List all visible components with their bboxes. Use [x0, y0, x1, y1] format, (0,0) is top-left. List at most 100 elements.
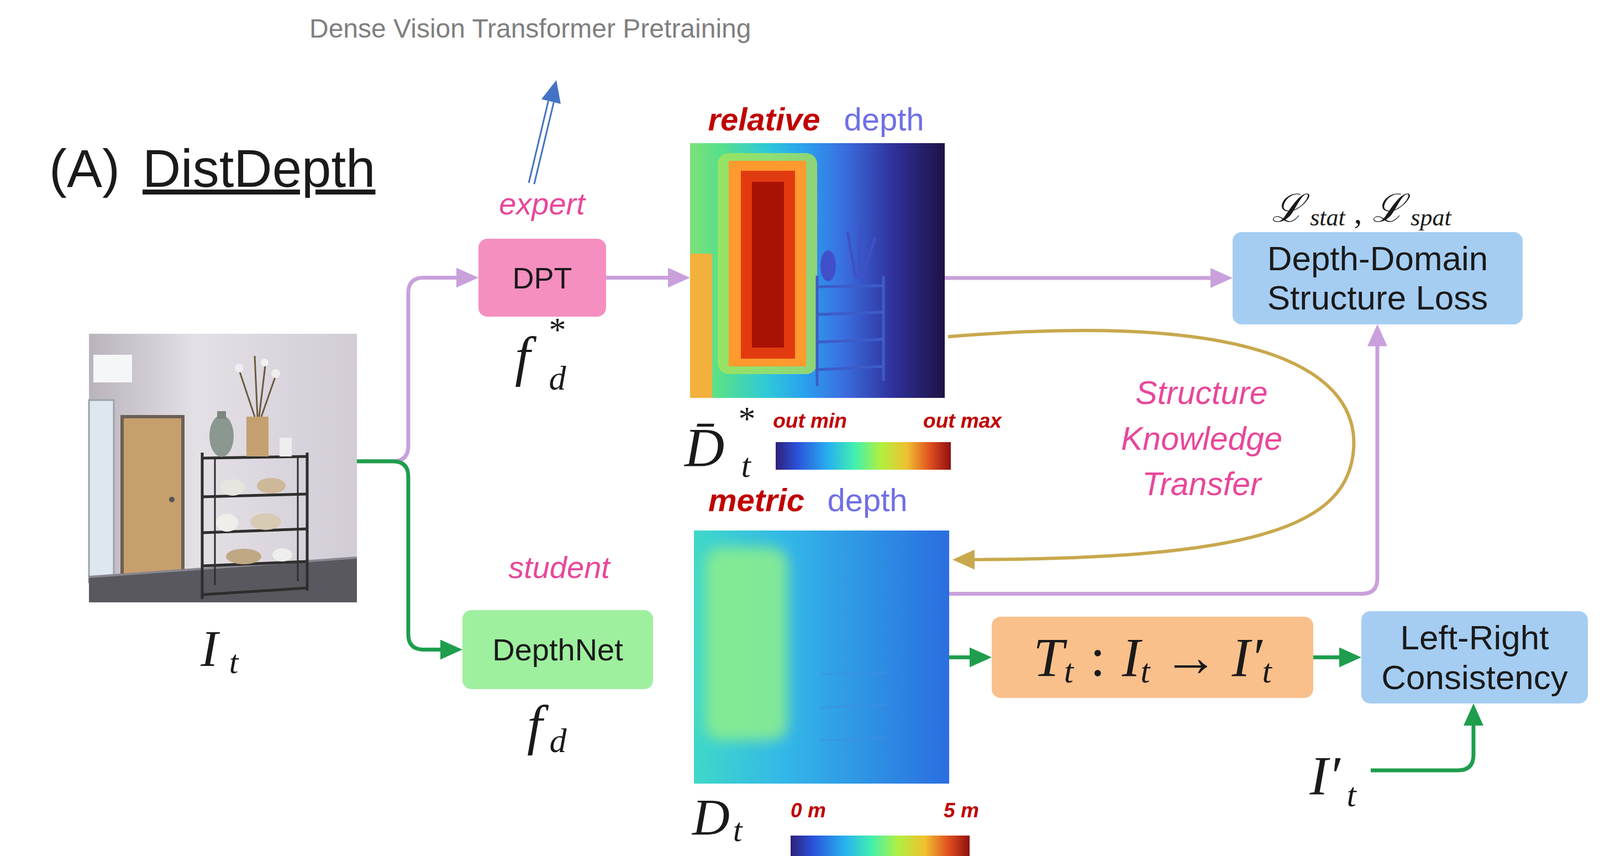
room-photo [260, 358, 269, 367]
math-superscript: * [738, 401, 756, 436]
room-photo [256, 477, 286, 494]
box-label: DPT [512, 262, 573, 293]
relative-depth-map [740, 170, 796, 359]
math-subscript: d [549, 723, 567, 758]
room-photo [88, 557, 357, 577]
relative-depth-map [847, 225, 876, 279]
edge-label: Structure Knowledge Transfer [1108, 367, 1296, 510]
math-symbol: T [1033, 629, 1065, 686]
metric-depth-map [820, 704, 888, 708]
role-label: expert [498, 188, 586, 220]
room-photo [202, 493, 308, 497]
metric-depth-map [820, 672, 888, 675]
colorbar-label: 5 m [943, 800, 980, 821]
math-symbol: I′ [1231, 629, 1262, 686]
consistency-box: Left-Right Consistency [1361, 611, 1588, 704]
room-photo [272, 548, 293, 562]
room-photo [246, 416, 269, 457]
colorbar-label: 0 m [790, 800, 826, 821]
math-symbol: ℒ [1372, 189, 1405, 229]
map-title: depth [843, 103, 924, 136]
math-symbol: f [514, 329, 531, 385]
room-photo [202, 528, 308, 533]
math-symbol: , [1354, 195, 1363, 229]
box-label: Left-Right Consistency [1372, 617, 1577, 697]
metric-depth-map [820, 737, 888, 741]
math-subscript: t [1140, 653, 1150, 688]
room-photo [238, 355, 277, 417]
room-photo [238, 366, 255, 417]
math-symbol: I [1122, 629, 1141, 686]
relative-depth-map [816, 275, 819, 387]
room-photo [217, 411, 226, 419]
math-subscript: t [733, 813, 743, 847]
relative-depth-map [751, 181, 784, 348]
connector-arrow [949, 335, 1378, 594]
room-photo [88, 400, 114, 583]
math-subscript: d [549, 360, 567, 396]
colorbar-label: out max [923, 410, 1002, 431]
room-photo [93, 354, 133, 383]
expert-box: DPTexpertf*d [478, 238, 607, 317]
room-photo [279, 437, 292, 457]
relative-depth-map [717, 153, 818, 375]
transform-box: Tt:It→I′t [991, 616, 1314, 698]
map-title: relative [707, 103, 820, 136]
box-label: Depth-Domain Structure Loss [1243, 238, 1512, 318]
math-symbol: D̄ [684, 419, 725, 476]
map-title: metric [708, 483, 805, 517]
loss-box: Depth-Domain Structure Lossℒstat,ℒspat [1232, 232, 1523, 325]
room-photo [250, 513, 282, 530]
math-subscript: spat [1410, 205, 1451, 230]
math-symbol: : [1090, 629, 1106, 686]
colorbar [775, 441, 951, 470]
relative-depth-map [882, 275, 886, 381]
room-photo [254, 355, 258, 417]
metric-depth-map [704, 546, 788, 741]
panel-label: DistDepth [142, 141, 376, 196]
math-subscript: t [229, 645, 239, 679]
relative-depth-map [820, 250, 836, 282]
panel-label: (A) [49, 141, 120, 196]
room-photo [225, 548, 262, 565]
room-photo [88, 557, 357, 603]
room-photo [122, 416, 183, 577]
connector-arrow [948, 330, 1354, 560]
math-subscript: t [1262, 653, 1272, 688]
room-photo [201, 452, 204, 599]
connector-arrow [949, 655, 981, 660]
connector-arrow [944, 276, 1222, 281]
room-photo [202, 456, 308, 459]
metric-depth-map: metricdepthDt0 m5 m [693, 530, 950, 784]
relative-depth-map [817, 339, 884, 342]
relative-depth-map [817, 275, 884, 387]
room-photo [209, 414, 234, 457]
math-symbol: f [527, 697, 543, 754]
relative-depth-map [690, 143, 945, 398]
metric-depth-map [693, 530, 950, 784]
room-photo [220, 479, 245, 496]
math-superscript: * [549, 312, 567, 347]
math-subscript: t [740, 448, 751, 483]
metric-depth-map [693, 530, 950, 784]
room-photo [259, 361, 266, 417]
box-label: DepthNet [492, 634, 624, 666]
figure-title: Dense Vision Transformer Pretraining [309, 15, 751, 42]
connector-arrow [606, 275, 680, 280]
student-box: DepthNetstudentfd [462, 609, 654, 689]
role-label: student [508, 551, 610, 583]
math-symbol: D [692, 790, 730, 843]
math-subscript: t [1346, 777, 1356, 812]
room-photo [202, 452, 308, 599]
relative-depth-map [817, 285, 884, 287]
room-photo [88, 333, 357, 603]
metric-depth-map [820, 672, 888, 741]
pretraining-arrow [528, 80, 561, 184]
connector-arrow [356, 461, 452, 650]
input-image: It [88, 333, 357, 603]
pretraining-arrow [528, 101, 549, 183]
relative-depth-map [690, 253, 713, 398]
math-subscript: t [1064, 653, 1074, 688]
colorbar-label: out min [772, 410, 847, 431]
